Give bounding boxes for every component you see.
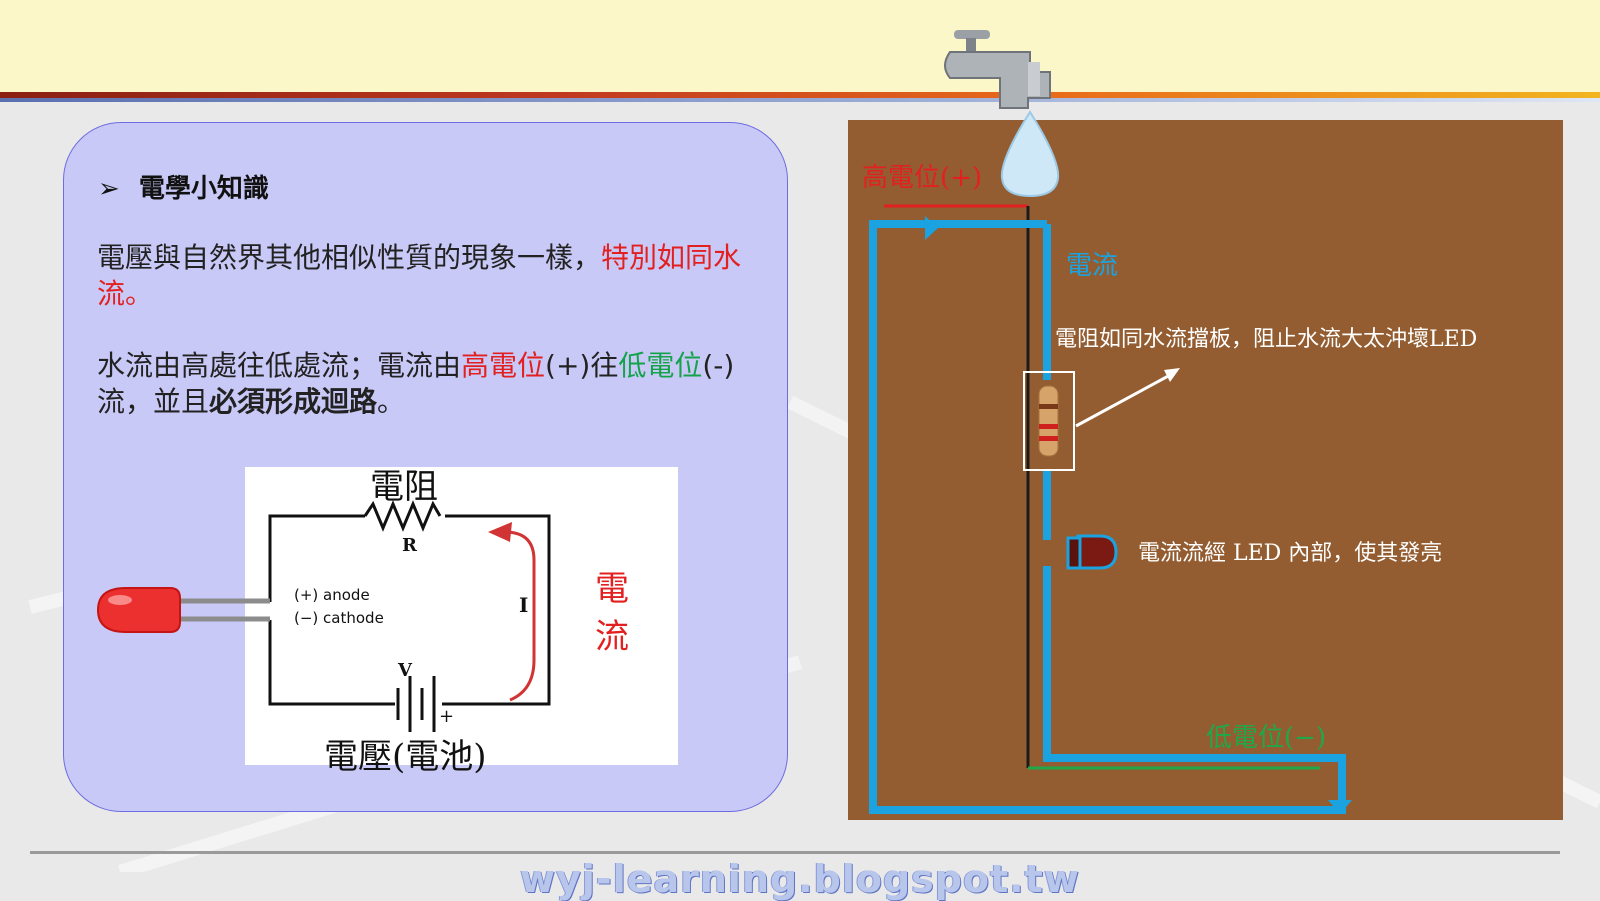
circuit-wire bbox=[268, 514, 551, 706]
current-arrow bbox=[504, 530, 536, 702]
paragraph-current-flow: 水流由高處往低處流；電流由高電位(+)往低電位(-)流，並且必須形成迴路。 bbox=[97, 349, 735, 418]
anode-label: (+) anode bbox=[294, 586, 370, 604]
current-label: 電流 bbox=[1066, 251, 1118, 281]
current-label-bottom: 流 bbox=[595, 617, 629, 657]
battery-plus-label: + bbox=[439, 706, 454, 727]
section-heading: ➢ 電學小知識 bbox=[98, 168, 269, 205]
pointer-arrowhead bbox=[1164, 368, 1180, 382]
header-stripe-blue bbox=[0, 98, 1600, 102]
resistor-icon bbox=[1038, 385, 1059, 457]
voltage-symbol-label: V bbox=[397, 660, 413, 681]
current-label-top: 電 bbox=[595, 569, 629, 609]
current-arrowhead bbox=[488, 522, 512, 542]
resistor-symbol-label: R bbox=[402, 535, 418, 556]
battery-label: 電壓(電池) bbox=[324, 737, 487, 777]
led-note: 電流流經 LED 內部，使其發亮 bbox=[1138, 541, 1442, 566]
pointer-arrow bbox=[1075, 372, 1173, 428]
flow-arrow-bottom bbox=[1328, 800, 1352, 814]
low-potential-label: 低電位(−) bbox=[1206, 723, 1326, 753]
flow-arrow-top bbox=[925, 216, 938, 240]
red-led-icon bbox=[96, 587, 270, 633]
resistor-symbol bbox=[363, 500, 442, 532]
resistor-title: 電阻 bbox=[370, 467, 438, 507]
footer-divider bbox=[30, 851, 1560, 854]
high-potential-label: 高電位(+) bbox=[862, 163, 982, 193]
water-analogy-panel bbox=[848, 120, 1563, 820]
paragraph-water-analogy: 電壓與自然界其他相似性質的現象一樣，特別如同水流。 bbox=[97, 241, 742, 310]
water-drop-icon bbox=[1000, 110, 1060, 198]
dark-led-icon bbox=[1066, 534, 1118, 570]
current-symbol-label: I bbox=[519, 593, 528, 617]
header-band bbox=[0, 0, 1600, 92]
bullet-arrow-icon: ➢ bbox=[98, 174, 120, 204]
cathode-label: (−) cathode bbox=[294, 609, 384, 627]
footer-url[interactable]: wyj-learning.blogspot.tw bbox=[520, 857, 1080, 901]
header-stripe bbox=[0, 92, 1600, 98]
faucet-icon bbox=[944, 30, 1051, 109]
resistor-note: 電阻如同水流擋板，阻止水流大太沖壞LED bbox=[1055, 327, 1477, 352]
heading-text: 電學小知識 bbox=[138, 174, 269, 204]
resistor-highlight-box bbox=[1023, 371, 1075, 471]
